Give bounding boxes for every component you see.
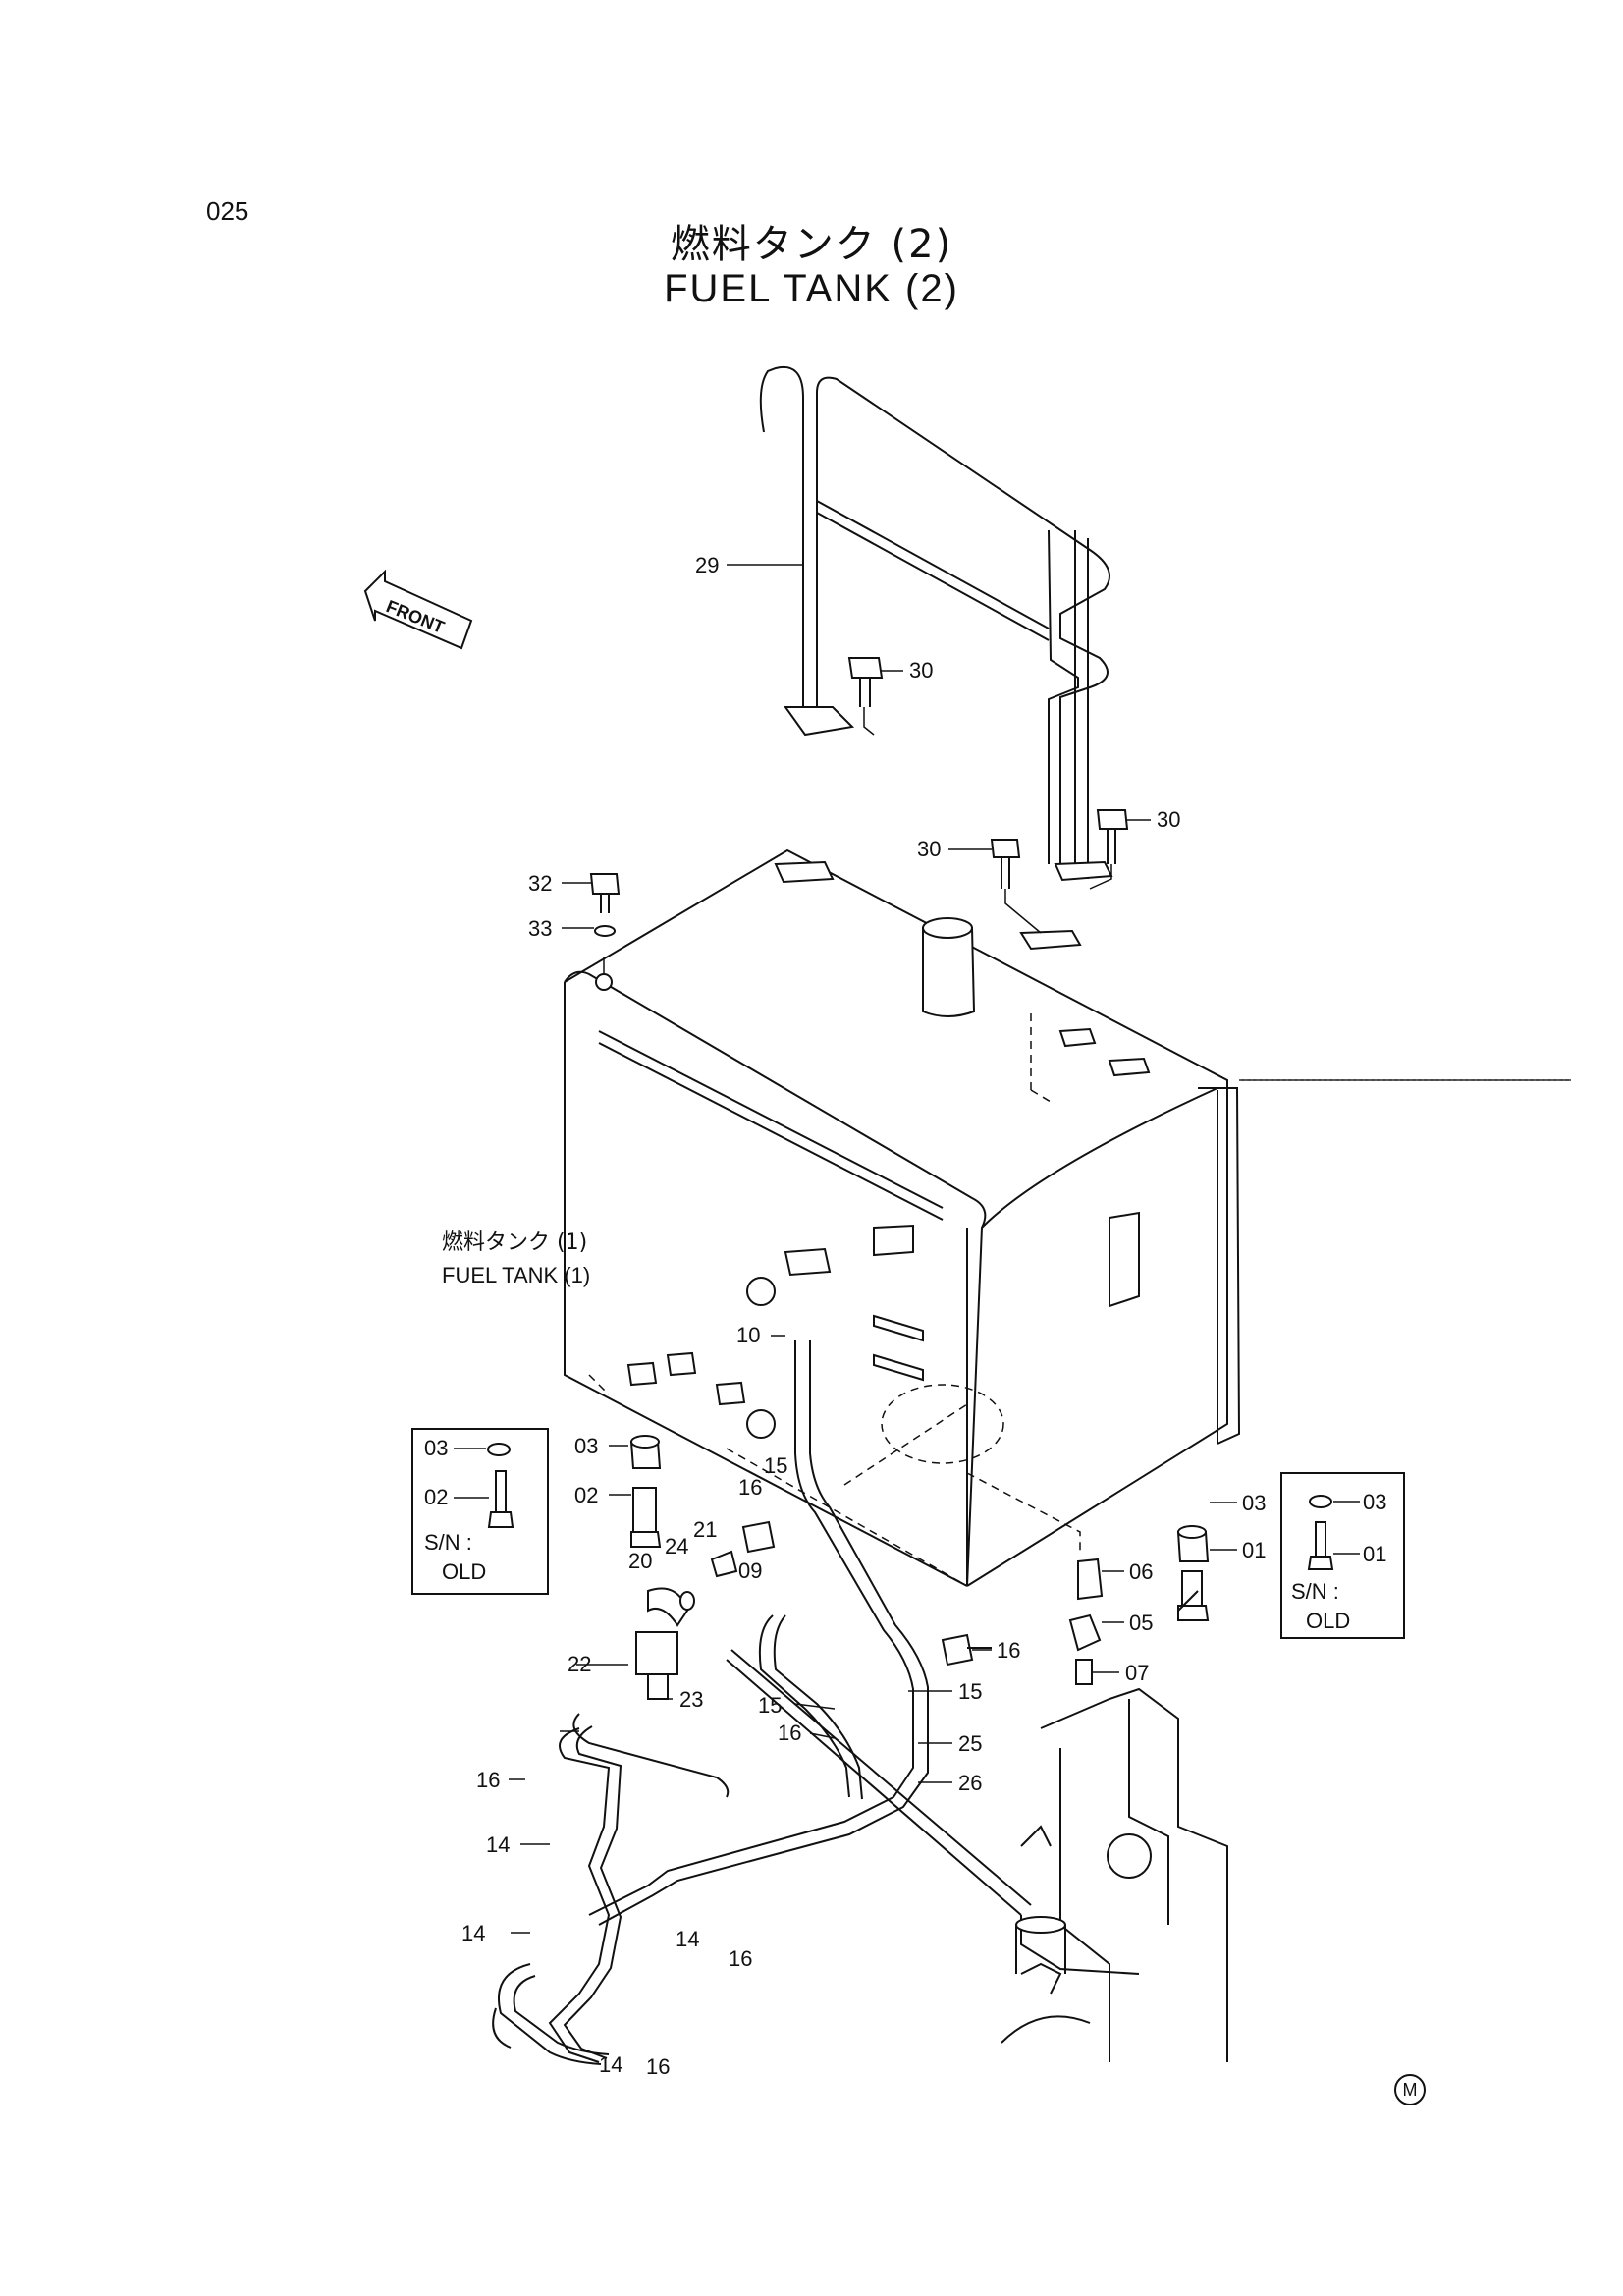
callout-16: 16 <box>476 1768 500 1792</box>
callout-03: 03 <box>574 1434 598 1458</box>
inset-right-sn-label: S/N : <box>1291 1579 1339 1604</box>
inset-left-item-03: 03 <box>424 1436 448 1460</box>
machine-frame <box>1001 1590 1228 2062</box>
inset-right: 03 01 S/N : OLD <box>1280 1472 1405 1639</box>
callouts: 29 30 30 30 32 33 10 03 02 16 15 24 21 2… <box>461 553 1266 2079</box>
callout-01: 01 <box>1242 1538 1266 1562</box>
callout-10: 10 <box>736 1323 760 1347</box>
callout-15: 15 <box>758 1693 782 1718</box>
right-fittings <box>941 1525 1210 1685</box>
callout-15: 15 <box>958 1679 982 1704</box>
fuel-hoses <box>492 1340 1140 2065</box>
inset-left-item-02: 02 <box>424 1485 448 1509</box>
handrail <box>759 365 1113 951</box>
reference-label: 燃料タンク (1) FUEL TANK (1) <box>442 1230 590 1287</box>
callout-24: 24 <box>665 1534 688 1558</box>
callout-30: 30 <box>917 837 941 861</box>
callout-29: 29 <box>695 553 719 577</box>
callout-16: 16 <box>738 1475 762 1500</box>
callout-14: 14 <box>461 1921 485 1945</box>
bolt-32-washer-33 <box>589 873 621 937</box>
left-fittings <box>629 1435 776 1700</box>
revision-mark: M <box>1394 2074 1426 2105</box>
callout-16: 16 <box>778 1721 801 1745</box>
inset-right-item-03: 03 <box>1363 1490 1386 1514</box>
inset-left: 03 02 S/N : OLD <box>411 1428 549 1595</box>
callout-15: 15 <box>764 1453 787 1478</box>
fuel-tank <box>564 848 1571 1587</box>
callout-32: 32 <box>528 871 552 896</box>
callout-07: 07 <box>1125 1661 1149 1685</box>
leader-lines <box>509 564 1237 1934</box>
callout-03: 03 <box>1242 1491 1266 1515</box>
page-number: 025 <box>206 196 249 226</box>
inset-right-item-01: 01 <box>1363 1542 1386 1566</box>
reference-en: FUEL TANK (1) <box>442 1263 590 1287</box>
inset-right-sn-value: OLD <box>1306 1609 1350 1633</box>
callout-30: 30 <box>909 658 933 683</box>
bolt-30-group <box>847 657 1129 934</box>
callout-02: 02 <box>574 1483 598 1507</box>
callout-20: 20 <box>628 1549 652 1573</box>
callout-33: 33 <box>528 916 552 941</box>
inset-left-sn-value: OLD <box>442 1559 486 1584</box>
callout-09: 09 <box>738 1558 762 1583</box>
title-english: FUEL TANK (2) <box>664 267 959 310</box>
front-arrow-label: FRONT <box>384 596 448 637</box>
callout-30: 30 <box>1157 807 1180 832</box>
inset-left-sn-label: S/N : <box>424 1530 472 1555</box>
callout-22: 22 <box>568 1652 591 1676</box>
callout-25: 25 <box>958 1731 982 1756</box>
callout-21: 21 <box>693 1517 717 1542</box>
callout-14: 14 <box>676 1927 699 1951</box>
reference-jp: 燃料タンク (1) <box>442 1230 587 1255</box>
callout-14: 14 <box>486 1832 510 1857</box>
callout-16: 16 <box>997 1638 1020 1663</box>
title-japanese: 燃料タンク (2) <box>670 222 953 267</box>
callout-06: 06 <box>1129 1559 1153 1584</box>
callout-05: 05 <box>1129 1611 1153 1635</box>
callout-16: 16 <box>646 2054 670 2079</box>
callout-23: 23 <box>679 1687 703 1712</box>
callout-26: 26 <box>958 1771 982 1795</box>
front-arrow: FRONT <box>363 569 473 650</box>
callout-16: 16 <box>729 1946 752 1971</box>
callout-14: 14 <box>599 2052 622 2077</box>
